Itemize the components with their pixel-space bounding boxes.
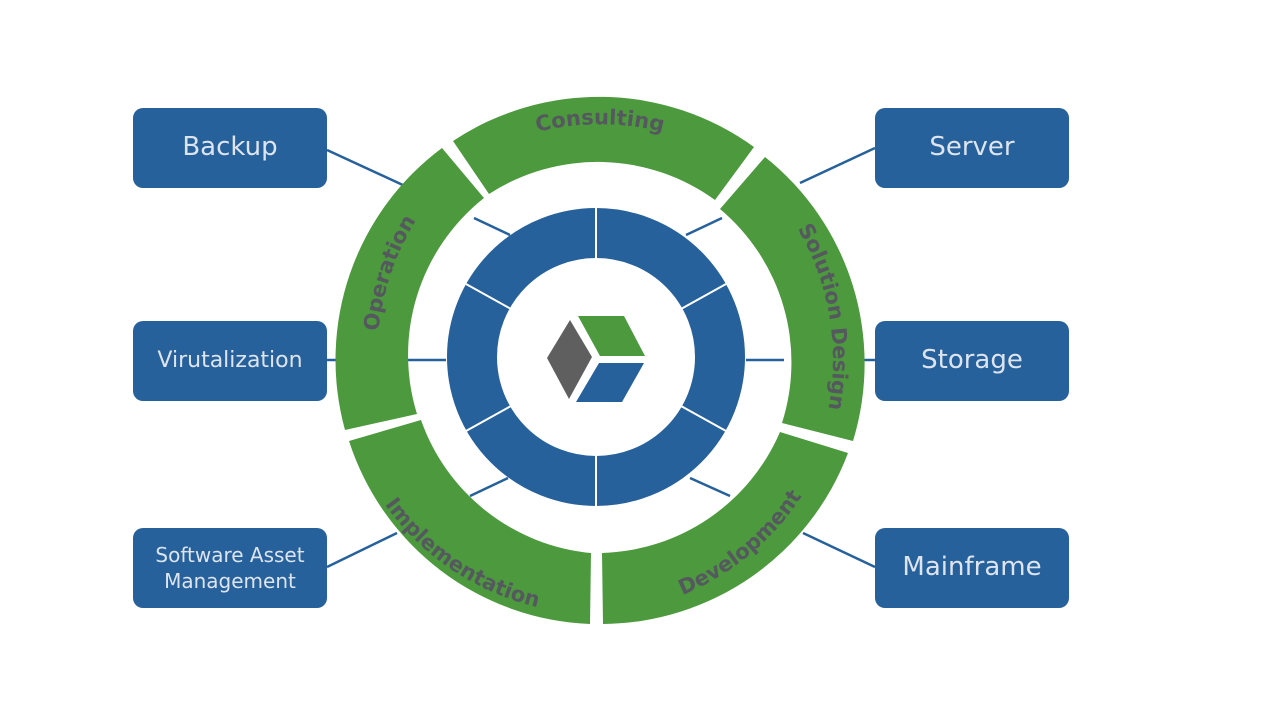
- segment-solution-design[interactable]: [720, 157, 865, 441]
- connector-backup: [326, 148, 406, 188]
- cube-logo-icon: [547, 316, 645, 402]
- connector-mainframe: [802, 531, 876, 569]
- box-server-label: Server: [929, 132, 1015, 163]
- box-software-asset-management[interactable]: Software Asset Management: [133, 528, 327, 608]
- connector-inner-development-2: [689, 476, 731, 498]
- inner-divider-bottom-right: [680, 405, 727, 432]
- box-server[interactable]: Server: [875, 108, 1069, 188]
- box-backup[interactable]: Backup: [133, 108, 327, 188]
- box-software-asset-management-label: Software Asset Management: [155, 543, 305, 593]
- cube-logo-blue-face: [576, 363, 644, 402]
- cube-logo-gray-face: [547, 320, 592, 399]
- segment-operation[interactable]: [335, 148, 484, 430]
- box-virtualization[interactable]: Virutalization: [133, 321, 327, 401]
- connector-inner-consulting: [473, 216, 511, 237]
- inner-ring: [447, 205, 745, 509]
- cube-logo-green-face: [578, 316, 645, 356]
- connector-lines: [326, 146, 876, 569]
- connector-server: [799, 146, 876, 185]
- box-storage[interactable]: Storage: [875, 321, 1069, 401]
- box-mainframe-label: Mainframe: [902, 552, 1042, 583]
- inner-divider-top-right: [680, 283, 727, 310]
- inner-divider-bottom-left: [465, 405, 512, 432]
- box-mainframe[interactable]: Mainframe: [875, 528, 1069, 608]
- segment-development[interactable]: [602, 432, 848, 624]
- segment-consulting[interactable]: [453, 96, 754, 200]
- inner-ring-dividers: [465, 205, 727, 509]
- connector-inner-implementation: [469, 476, 509, 498]
- outer-ring: [335, 96, 865, 624]
- box-virtualization-label: Virutalization: [157, 347, 303, 373]
- box-backup-label: Backup: [182, 132, 278, 163]
- connector-inner-solution: [685, 216, 723, 237]
- box-storage-label: Storage: [921, 345, 1023, 376]
- segment-implementation[interactable]: [349, 420, 591, 624]
- connector-software-asset-management: [326, 531, 398, 569]
- inner-ring-band: [447, 208, 745, 506]
- inner-divider-top-left: [465, 283, 512, 310]
